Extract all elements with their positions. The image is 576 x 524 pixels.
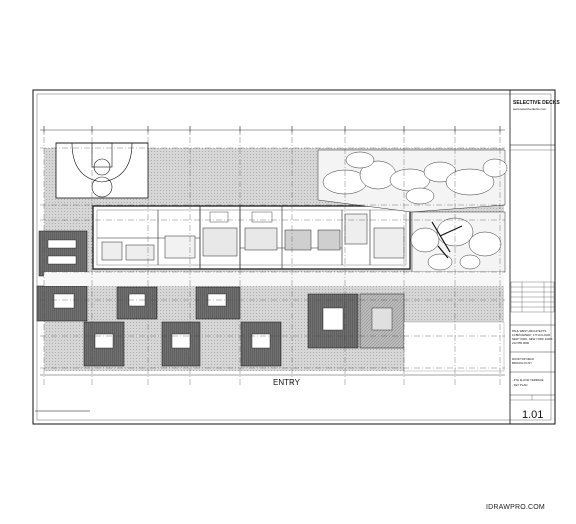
architect-line-1: PAUL WEST ARCHITECTS bbox=[512, 329, 546, 333]
column-grid bbox=[40, 126, 505, 385]
title-block: SELECTIVE DECKS www.selectivedecks.com P… bbox=[509, 90, 560, 424]
basketball-court bbox=[55, 142, 149, 199]
company-name: SELECTIVE DECKS bbox=[513, 100, 560, 106]
architect-line-3: NEW YORK, NEW YORK 10004 bbox=[512, 337, 553, 341]
garden-area bbox=[317, 149, 508, 273]
entry-lawn bbox=[403, 321, 505, 372]
company-website: www.selectivedecks.com bbox=[513, 107, 547, 111]
revision-table bbox=[510, 281, 555, 313]
walkway bbox=[44, 272, 504, 286]
architect-line-4: 212.555.0000 bbox=[512, 341, 530, 345]
drawing-title-line-2: - KEY PLAN bbox=[512, 383, 527, 387]
project-line-1: ROOFTOP DECK bbox=[512, 357, 534, 361]
building bbox=[92, 205, 411, 270]
architect-line-2: 11 BROADWAY, 17TH FLOOR bbox=[512, 333, 550, 337]
dimension-string bbox=[40, 126, 505, 376]
project-line-2: BROOKLYN NY bbox=[512, 361, 532, 365]
floor-plan: ENTRY bbox=[35, 126, 508, 412]
entry-label: ENTRY bbox=[273, 378, 301, 387]
watermark: IDRAWPRO.COM bbox=[486, 504, 545, 511]
sheet-number: 1.01 bbox=[522, 409, 543, 421]
drawing-title-line-1: - 4TH FLOOR TERRACE bbox=[512, 378, 544, 382]
sheet-inner-border bbox=[36, 93, 552, 421]
pergola-structure bbox=[431, 221, 463, 259]
